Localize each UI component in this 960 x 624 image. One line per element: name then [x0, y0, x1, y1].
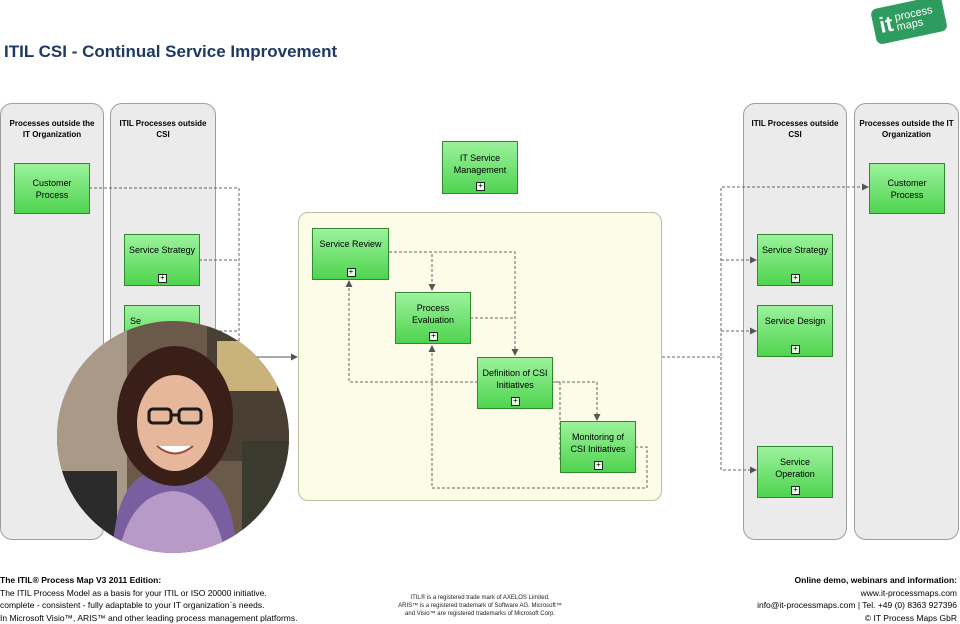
footer-edition-line-1: The ITIL Process Model as a basis for yo… [0, 587, 267, 598]
process-service-review[interactable]: Service Review + [312, 228, 389, 280]
process-monitoring-label: Monitoring of CSI Initiatives [570, 432, 626, 454]
expand-icon[interactable]: + [158, 274, 167, 283]
connector-review-to-definition [389, 251, 519, 356]
process-process-evaluation[interactable]: Process Evaluation + [395, 292, 471, 344]
expand-icon[interactable]: + [791, 345, 800, 354]
footer-contact-line[interactable]: info@it-processmaps.com | Tel. +49 (0) 8… [757, 600, 957, 610]
process-evaluation-label: Process Evaluation [411, 303, 455, 325]
footer-website-link[interactable]: www.it-processmaps.com [860, 587, 957, 598]
expand-icon[interactable]: + [346, 268, 356, 277]
footer-copyright: © IT Process Maps GbR [864, 612, 957, 623]
process-customer-right[interactable]: Customer Process [869, 163, 945, 214]
process-service-strategy-left[interactable]: Service Strategy + [124, 234, 200, 286]
process-service-design-right[interactable]: Service Design + [757, 305, 833, 357]
process-operation-right-label: Service Operation [775, 457, 815, 479]
lane-right-outside-title: Processes outside the IT Organization [859, 119, 954, 139]
footer-contact-heading: Online demo, webinars and information: [794, 575, 957, 585]
connector-monitoring-to-evaluation [428, 345, 648, 489]
process-service-strategy-right[interactable]: Service Strategy + [757, 234, 833, 286]
process-customer-left[interactable]: Customer Process [14, 163, 90, 214]
presenter-photo [57, 321, 289, 553]
footer-edition-info: The ITIL® Process Map V3 2011 Edition: T… [0, 574, 360, 624]
footer-trademark-line-2: ARIS™ is a registered trademark of Softw… [398, 603, 562, 609]
process-design-right-label: Service Design [764, 316, 826, 326]
connector-definition-to-monitoring [552, 381, 601, 421]
connector-review-to-evaluation [389, 251, 436, 291]
connector-to-customer-right [662, 183, 869, 358]
footer-trademarks: ITIL® is a registered trade mark of AXEL… [370, 594, 590, 618]
expand-icon[interactable]: + [594, 461, 603, 470]
process-customer-left-label: Customer Process [32, 177, 72, 200]
lane-right-itil-title: ITIL Processes outside CSI [751, 119, 839, 139]
connector-to-operation-right [720, 357, 757, 474]
footer-edition-line-2: complete - consistent - fully adaptable … [0, 600, 265, 610]
process-definition-label: Definition of CSI Initiatives [482, 368, 548, 390]
process-definition-of-csi-initiatives[interactable]: Definition of CSI Initiatives + [477, 357, 553, 409]
process-strategy-left-label: Service Strategy [128, 245, 196, 255]
connector-customer-left [89, 187, 240, 357]
footer-edition-line-3: In Microsoft Visio™, ARIS™ and other lea… [0, 612, 298, 623]
process-review-label: Service Review [319, 239, 382, 249]
footer-edition-heading: The ITIL® Process Map V3 2011 Edition: [0, 575, 162, 585]
lane-left-outside-title: Processes outside the IT Organization [9, 119, 95, 139]
page-title: ITIL CSI - Continual Service Improvement [4, 42, 338, 61]
lane-left-itil-title: ITIL Processes outside CSI [119, 119, 207, 139]
footer-contact-info: Online demo, webinars and information: w… [657, 574, 957, 624]
process-monitoring-of-csi-initiatives[interactable]: Monitoring of CSI Initiatives + [560, 421, 636, 473]
process-strategy-right-label: Service Strategy [761, 245, 829, 255]
footer-trademark-line-3: and Visio™ are registered trademarks of … [405, 611, 555, 617]
expand-icon[interactable]: + [791, 274, 800, 283]
expand-icon[interactable]: + [476, 182, 485, 191]
expand-icon[interactable]: + [511, 397, 520, 406]
expand-icon[interactable]: + [791, 486, 800, 495]
expand-icon[interactable]: + [429, 332, 438, 341]
presenter-photo-illustration [57, 321, 289, 553]
footer-trademark-line-1: ITIL® is a registered trade mark of AXEL… [410, 595, 550, 601]
process-it-service-management[interactable]: IT Service Management + [442, 141, 518, 194]
process-service-operation-right[interactable]: Service Operation + [757, 446, 833, 498]
process-design-left-label: Se [130, 316, 142, 326]
process-itsm-label: IT Service Management [453, 153, 507, 175]
process-customer-right-label: Customer Process [887, 177, 927, 200]
